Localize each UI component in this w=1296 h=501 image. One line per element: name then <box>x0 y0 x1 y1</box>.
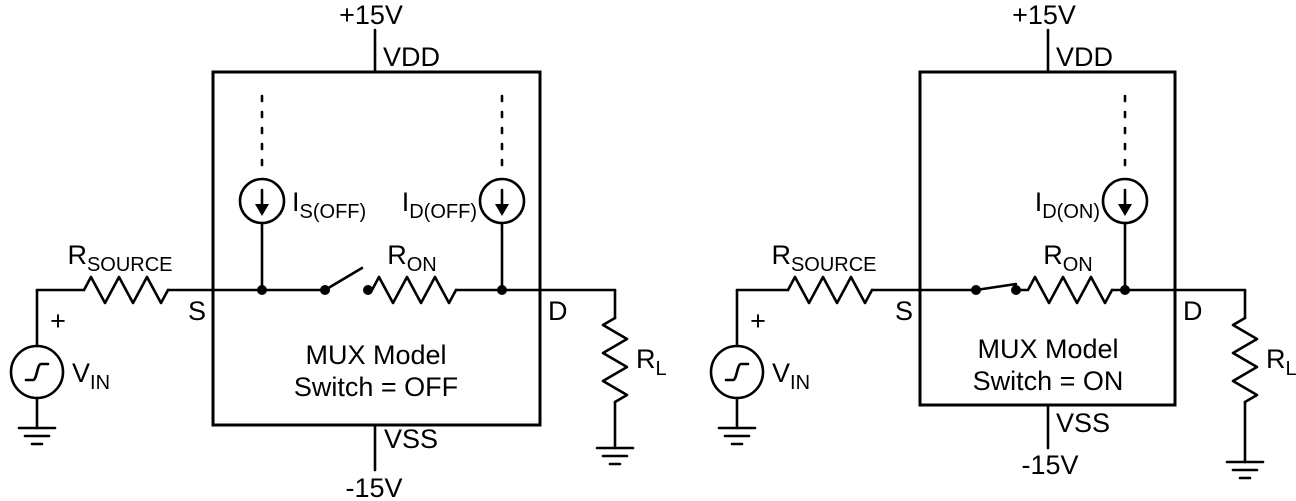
resistor-r-l-right <box>1231 316 1259 404</box>
rl-label: RL <box>636 344 667 380</box>
current-source-id-off <box>478 94 526 295</box>
id-off-label: ID(OFF) <box>402 187 477 223</box>
vin-source-left: + VIN <box>9 288 110 446</box>
plus15v-label: +15V <box>339 0 403 30</box>
vss-label: VSS <box>1056 408 1110 438</box>
label-sub: IN <box>90 372 110 394</box>
rsource-label: RSOURCE <box>771 240 876 276</box>
switch-lever <box>974 282 1018 292</box>
label-base: V <box>772 358 790 388</box>
resistor-r-on-left <box>366 275 458 305</box>
rsource-label: RSOURCE <box>67 240 172 276</box>
label-sub: L <box>1286 358 1296 380</box>
current-arrow-head-icon <box>495 204 509 216</box>
node-d-label: D <box>1183 296 1203 326</box>
mux-model-box-left <box>211 70 542 427</box>
current-source-is-off <box>238 94 286 295</box>
ground-symbol <box>1225 460 1265 480</box>
mux-model-title: MUX Model <box>305 340 446 370</box>
plus15v-label: +15V <box>1012 0 1076 30</box>
resistor-r-source-left <box>82 275 170 305</box>
label-base: I <box>402 187 410 217</box>
ron-label: RON <box>1043 240 1093 276</box>
vdd-label: VDD <box>1056 42 1113 72</box>
switch-state-label: Switch = OFF <box>294 372 458 402</box>
id-on-label: ID(ON) <box>1035 187 1100 223</box>
label-base: R <box>1266 344 1286 374</box>
left-circuit: +15V VDD MUX Model Switch = OFF IS(OFF) <box>9 0 667 501</box>
vss-rail-right: VSS -15V <box>1021 403 1110 480</box>
label-base: R <box>636 344 656 374</box>
label-sub: L <box>656 358 667 380</box>
vin-label: VIN <box>772 358 810 394</box>
switch-left-open <box>320 266 373 295</box>
label-sub: ON <box>407 254 437 276</box>
label-base: R <box>1043 240 1063 270</box>
load-right: RL <box>1225 288 1296 480</box>
current-arrow-head-icon <box>255 204 269 216</box>
current-arrow-head-icon <box>1118 204 1132 216</box>
label-base: V <box>72 358 90 388</box>
label-base: R <box>771 240 791 270</box>
node-s-label: S <box>188 296 206 326</box>
ground-symbol <box>595 446 635 466</box>
step-waveform-icon <box>24 362 50 382</box>
rl-label: RL <box>1266 344 1296 380</box>
label-sub: D(OFF) <box>409 201 477 223</box>
current-source-id-on <box>1101 94 1149 295</box>
label-sub: IN <box>790 372 810 394</box>
label-sub: D(ON) <box>1042 201 1100 223</box>
switch-right-closed <box>971 282 1021 295</box>
vin-label: VIN <box>72 358 110 394</box>
ground-symbol <box>717 426 757 446</box>
label-sub: S(OFF) <box>300 201 367 223</box>
resistor-r-source-right <box>786 275 874 305</box>
node-d-label: D <box>548 296 568 326</box>
vss-rail-left: VSS -15V <box>345 423 438 501</box>
switch-lever <box>323 266 364 292</box>
resistor-r-l-left <box>601 316 629 404</box>
ground-symbol <box>17 426 57 446</box>
vdd-label: VDD <box>383 42 440 72</box>
right-circuit: +15V VDD MUX Model Switch = ON ID(ON) + … <box>709 0 1296 480</box>
label-sub: SOURCE <box>791 254 877 276</box>
resistor-r-on-right <box>1014 275 1114 305</box>
load-left: RL <box>595 288 667 466</box>
label-base: R <box>67 240 87 270</box>
polarity-plus-label: + <box>50 306 66 336</box>
switch-state-label: Switch = ON <box>973 366 1124 396</box>
polarity-plus-label: + <box>750 306 766 336</box>
step-waveform-icon <box>724 362 750 382</box>
mux-model-title: MUX Model <box>977 334 1118 364</box>
ron-label: RON <box>387 240 437 276</box>
node-s-label: S <box>895 296 913 326</box>
vdd-rail-right: +15V VDD <box>1012 0 1113 74</box>
vin-source-right: + VIN <box>709 288 810 446</box>
label-sub: ON <box>1063 254 1093 276</box>
minus15v-label: -15V <box>345 473 402 501</box>
is-off-label: IS(OFF) <box>292 187 366 223</box>
vss-label: VSS <box>384 424 438 454</box>
label-sub: SOURCE <box>87 254 173 276</box>
vdd-rail-left: +15V VDD <box>339 0 440 74</box>
minus15v-label: -15V <box>1021 450 1078 480</box>
label-base: I <box>292 187 300 217</box>
label-base: R <box>387 240 407 270</box>
label-base: I <box>1035 187 1043 217</box>
